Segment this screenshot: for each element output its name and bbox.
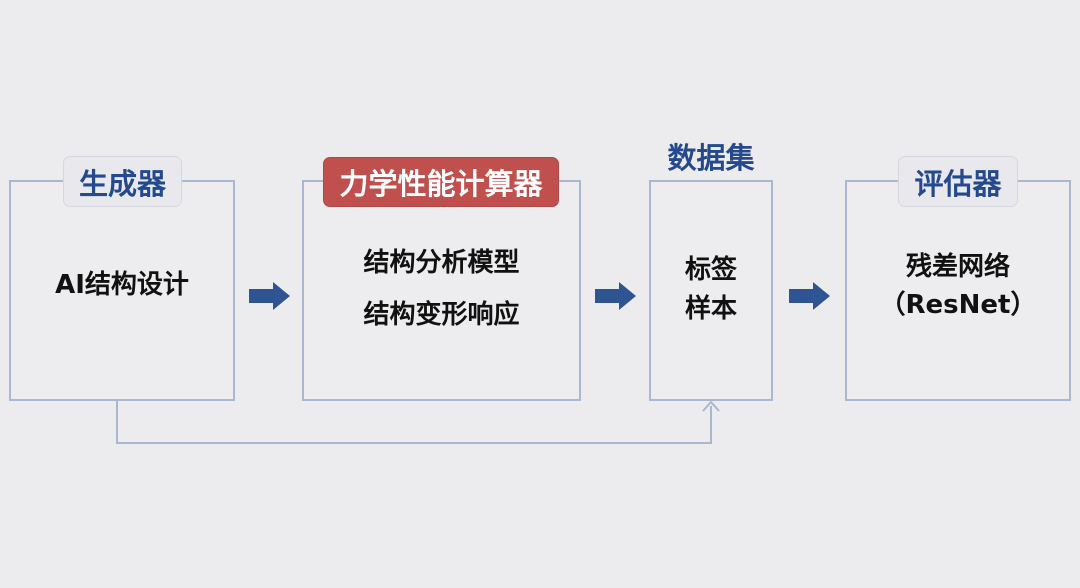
evaluator-title: 评估器 — [898, 156, 1018, 207]
arrow-right-icon — [789, 282, 830, 310]
generator-content: AI结构设计 — [55, 270, 189, 300]
dataset-title: 数据集 — [667, 141, 755, 175]
feedback-arrowhead-icon — [702, 400, 720, 412]
mechanics-box — [302, 180, 581, 401]
arrow-right-icon — [595, 282, 636, 310]
mechanics-title: 力学性能计算器 — [323, 157, 559, 207]
generator-title: 生成器 — [63, 156, 182, 207]
mechanics-line-1: 结构分析模型 — [363, 248, 520, 278]
mechanics-line-2: 结构变形响应 — [363, 300, 520, 330]
evaluator-line-2: （ResNet） — [879, 290, 1037, 320]
arrow-right-icon — [249, 282, 290, 310]
evaluator-box — [845, 180, 1071, 401]
evaluator-line-1: 残差网络 — [905, 252, 1010, 282]
feedback-connector — [116, 401, 712, 444]
dataset-box — [649, 180, 773, 401]
dataset-line-1: 标签 — [684, 255, 737, 285]
dataset-line-2: 样本 — [684, 294, 737, 324]
